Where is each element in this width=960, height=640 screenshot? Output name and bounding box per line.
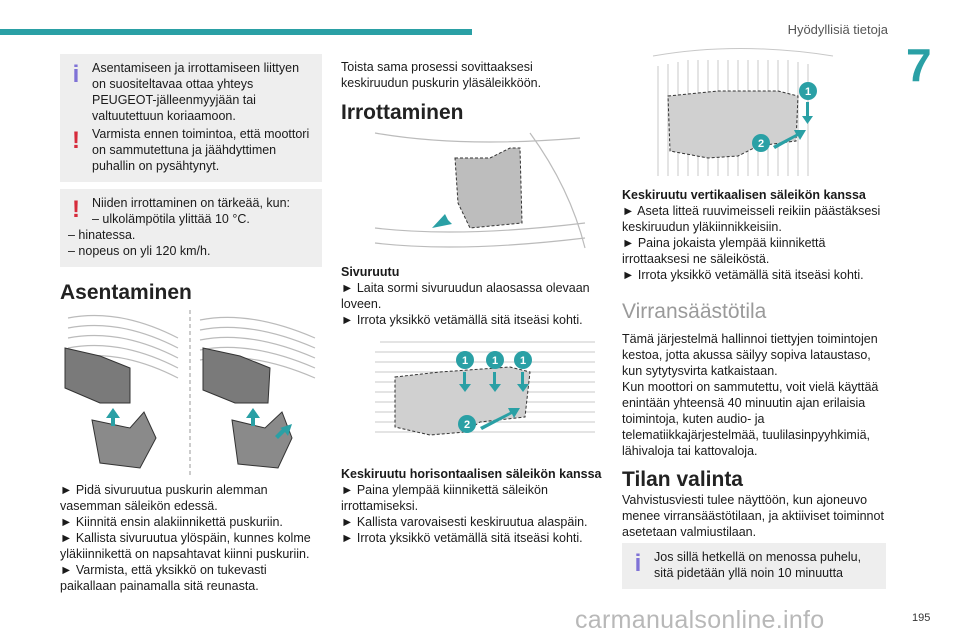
warning-box: ! Niiden irrottaminen on tärkeää, kun: –… xyxy=(60,189,322,267)
step-text: ► Paina ylempää kiinnikettä säleikön irr… xyxy=(341,483,548,513)
callout-number: 2 xyxy=(758,138,764,150)
heading-virransaastotila: Virransäästötila xyxy=(622,300,767,323)
header-accent-bar xyxy=(0,29,472,35)
paragraph: Tämä järjestelmä hallinnoi tiettyjen toi… xyxy=(622,332,878,378)
energy-saving-text: Tämä järjestelmä hallinnoi tiettyjen toi… xyxy=(622,331,886,459)
removal-vertical-section: Keskiruutu vertikaalisen säleikön kanssa… xyxy=(622,187,886,283)
warning-line: – hinatessa. xyxy=(68,228,136,242)
info-text: Jos sillä hetkellä on menossa puhelu, si… xyxy=(654,550,862,580)
warning-line: – ulkolämpötila ylittää 10 °C. xyxy=(92,212,250,226)
warning-text: Varmista ennen toimintoa, että moottori … xyxy=(92,127,310,173)
info-box: i Asentamiseen ja irrottamiseen liittyen… xyxy=(60,54,322,132)
info-icon: i xyxy=(72,61,80,88)
subheading: Keskiruutu horisontaalisen säleikön kans… xyxy=(341,467,602,481)
heading-irrottaminen: Irrottaminen xyxy=(341,101,464,124)
removal-horizontal-section: Keskiruutu horisontaalisen säleikön kans… xyxy=(341,466,603,546)
paragraph: Kun moottori on sammutettu, voit vielä k… xyxy=(622,380,879,458)
side-panel-removal-illustration xyxy=(370,128,590,263)
callout-number: 2 xyxy=(464,419,470,431)
step-text: ► Pidä sivuruutua puskurin alemman vasem… xyxy=(60,483,268,513)
section-title: Hyödyllisiä tietoja xyxy=(787,22,888,37)
callout-number: 1 xyxy=(492,355,498,367)
warning-line: – nopeus on yli 120 km/h. xyxy=(68,244,211,258)
watermark: carmanualsonline.info xyxy=(575,606,825,634)
warning-line: Niiden irrottaminen on tärkeää, kun: xyxy=(92,196,291,210)
info-icon: i xyxy=(634,550,642,577)
warning-icon: ! xyxy=(72,196,80,223)
center-vertical-illustration: 1 2 xyxy=(648,46,838,186)
callout-number: 1 xyxy=(462,355,468,367)
install-steps: ► Pidä sivuruutua puskurin alemman vasem… xyxy=(60,482,322,594)
intro-paragraph: Toista sama prosessi sovittaaksesi keski… xyxy=(341,60,542,90)
callout-number: 1 xyxy=(520,355,526,367)
step-text: ► Aseta litteä ruuvimeisseli reikiin pää… xyxy=(622,204,881,234)
step-text: ► Irrota yksikkö vetämällä sitä itseäsi … xyxy=(341,531,583,545)
info-text: Asentamiseen ja irrottamiseen liittyen o… xyxy=(92,61,300,123)
intro-text: Toista sama prosessi sovittaaksesi keski… xyxy=(341,59,603,91)
step-text: ► Kiinnitä ensin alakiinnikettä puskurii… xyxy=(60,515,283,529)
heading-tilan-valinta: Tilan valinta xyxy=(622,468,743,491)
warning-icon: ! xyxy=(72,127,80,154)
warning-box: ! Varmista ennen toimintoa, että moottor… xyxy=(60,120,322,182)
callout-number: 1 xyxy=(805,86,811,98)
install-illustration xyxy=(60,308,322,478)
subheading: Keskiruutu vertikaalisen säleikön kanssa xyxy=(622,188,866,202)
chapter-number: 7 xyxy=(906,39,932,91)
page-number: 195 xyxy=(912,612,931,624)
step-text: ► Kallista varovaisesti keskiruutua alas… xyxy=(341,515,588,529)
step-text: ► Kallista sivuruutua ylöspäin, kunnes k… xyxy=(60,531,311,561)
step-text: ► Laita sormi sivuruudun alaosassa oleva… xyxy=(341,281,590,311)
paragraph: Vahvistusviesti tulee näyttöön, kun ajon… xyxy=(622,493,884,539)
step-text: ► Varmista, että yksikkö on tukevasti pa… xyxy=(60,563,267,593)
heading-asentaminen: Asentaminen xyxy=(60,281,192,304)
center-horizontal-illustration: 1 1 1 2 xyxy=(370,332,602,462)
step-text: ► Irrota yksikkö vetämällä sitä itseäsi … xyxy=(622,268,864,282)
removal-side-section: Sivuruutu ► Laita sormi sivuruudun alaos… xyxy=(341,264,603,328)
mode-text: Vahvistusviesti tulee näyttöön, kun ajon… xyxy=(622,492,886,540)
step-text: ► Irrota yksikkö vetämällä sitä itseäsi … xyxy=(341,313,583,327)
info-box: i Jos sillä hetkellä on menossa puhelu, … xyxy=(622,543,886,589)
subheading: Sivuruutu xyxy=(341,265,400,279)
step-text: ► Paina jokaista ylempää kiinnikettä irr… xyxy=(622,236,826,266)
